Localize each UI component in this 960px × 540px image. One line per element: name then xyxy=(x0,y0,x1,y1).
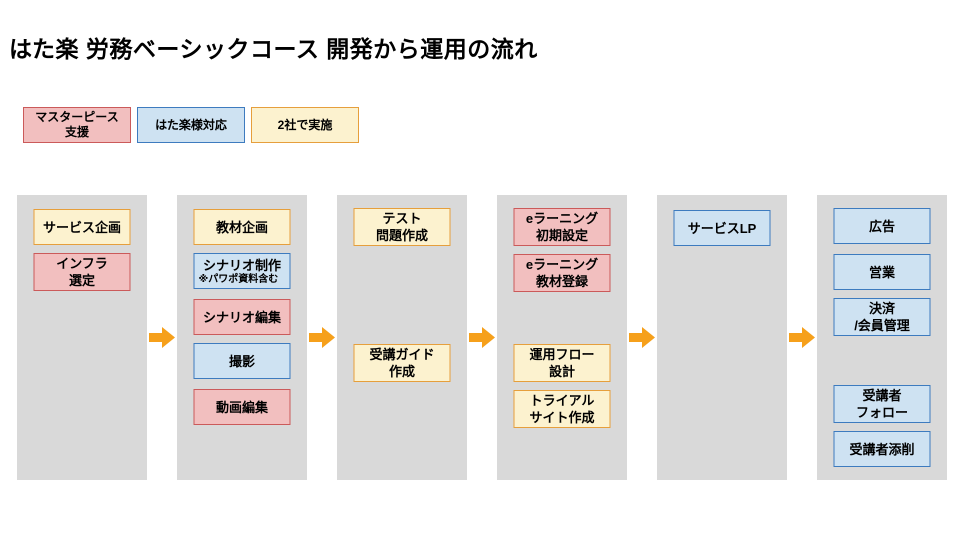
legend-item-label: 2社で実施 xyxy=(277,117,333,132)
flow-box-label: シナリオ制作 xyxy=(202,257,281,273)
flow-box: サービスLP xyxy=(673,210,771,246)
flow-box: 決済/会員管理 xyxy=(833,298,931,336)
flow-box-label: eラーニング xyxy=(525,211,599,226)
flow-arrow-icon xyxy=(309,327,335,348)
flow-box-label: 営業 xyxy=(868,264,895,280)
flow-box-label: /会員管理 xyxy=(854,318,910,333)
arrow-gap-2 xyxy=(307,195,337,480)
flow-box: トライアルサイト作成 xyxy=(513,390,611,428)
flow-box: 営業 xyxy=(833,254,931,290)
flow-box: 広告 xyxy=(833,208,931,244)
flow-box-label: 問題作成 xyxy=(375,228,428,243)
flow-box-label: 撮影 xyxy=(228,353,255,369)
legend-item-label: 支援 xyxy=(64,125,89,139)
flow-box: インフラ選定 xyxy=(33,253,131,291)
legend-item-label: マスターピース xyxy=(35,110,119,124)
flow-box-label: 設計 xyxy=(548,364,575,379)
flow-box-label: 作成 xyxy=(388,364,415,379)
legend: マスターピース支援 はた楽様対応 2社で実施 xyxy=(23,107,359,143)
flow-column-3: テスト問題作成受講ガイド作成 xyxy=(337,195,467,480)
arrow-gap-3 xyxy=(467,195,497,480)
flow-column-5: サービスLP xyxy=(657,195,787,480)
flow-box-note: ※パワポ資料含む xyxy=(198,273,279,285)
flow-box-label: シナリオ編集 xyxy=(202,309,281,325)
flow-box: 受講者添削 xyxy=(833,431,931,467)
flow-box-label: 受講者 xyxy=(862,388,902,403)
flow-box: 受講者フォロー xyxy=(833,385,931,423)
legend-item-yellow: 2社で実施 xyxy=(251,107,359,143)
legend-item-label: はた楽様対応 xyxy=(155,117,227,132)
flow-box-label: サービス企画 xyxy=(42,219,121,235)
flow-arrow-icon xyxy=(789,327,815,348)
arrow-gap-5 xyxy=(787,195,817,480)
flow-box-label: 受講ガイド xyxy=(369,347,435,362)
flow-box-label: 決済 xyxy=(868,301,895,316)
flow-box-label: 選定 xyxy=(68,273,95,288)
flow-box: eラーニング教材登録 xyxy=(513,254,611,292)
legend-item-pink: マスターピース支援 xyxy=(23,107,131,143)
flow-box-label: eラーニング xyxy=(525,257,599,272)
flow-box: シナリオ制作※パワポ資料含む xyxy=(193,253,291,289)
flow-box: テスト問題作成 xyxy=(353,208,451,246)
flow-box-label: サイト作成 xyxy=(529,410,595,425)
flow-box-label: 教材企画 xyxy=(215,219,268,235)
flow-box: 運用フロー設計 xyxy=(513,344,611,382)
legend-item-blue: はた楽様対応 xyxy=(137,107,245,143)
flow-arrow-icon xyxy=(149,327,175,348)
flow-diagram: サービス企画インフラ選定教材企画シナリオ制作※パワポ資料含むシナリオ編集撮影動画… xyxy=(17,195,947,480)
flow-box-label: 広告 xyxy=(868,218,895,234)
flow-box-label: 受講者添削 xyxy=(849,441,915,457)
flow-column-2: 教材企画シナリオ制作※パワポ資料含むシナリオ編集撮影動画編集 xyxy=(177,195,307,480)
flow-box-label: 運用フロー xyxy=(529,347,595,362)
slide-title: はた楽 労務ベーシックコース 開発から運用の流れ xyxy=(9,36,538,62)
flow-box: シナリオ編集 xyxy=(193,299,291,335)
flow-arrow-icon xyxy=(469,327,495,348)
flow-box-label: 動画編集 xyxy=(215,399,268,415)
flow-column-1: サービス企画インフラ選定 xyxy=(17,195,147,480)
flow-box-label: サービスLP xyxy=(687,220,757,236)
flow-box-label: フォロー xyxy=(855,405,908,420)
flow-arrow-icon xyxy=(629,327,655,348)
flow-box: eラーニング初期設定 xyxy=(513,208,611,246)
flow-box-label: 初期設定 xyxy=(535,228,588,243)
flow-box-label: トライアル xyxy=(529,393,595,408)
flow-box-label: インフラ xyxy=(56,256,108,271)
flow-box: 撮影 xyxy=(193,343,291,379)
arrow-gap-4 xyxy=(627,195,657,480)
flow-box: 受講ガイド作成 xyxy=(353,344,451,382)
flow-box: 動画編集 xyxy=(193,389,291,425)
flow-box: サービス企画 xyxy=(33,209,131,245)
flow-box-label: 教材登録 xyxy=(535,274,588,289)
arrow-gap-1 xyxy=(147,195,177,480)
flow-box: 教材企画 xyxy=(193,209,291,245)
flow-box-label: テスト xyxy=(382,211,422,226)
flow-column-6: 広告営業決済/会員管理受講者フォロー受講者添削 xyxy=(817,195,947,480)
